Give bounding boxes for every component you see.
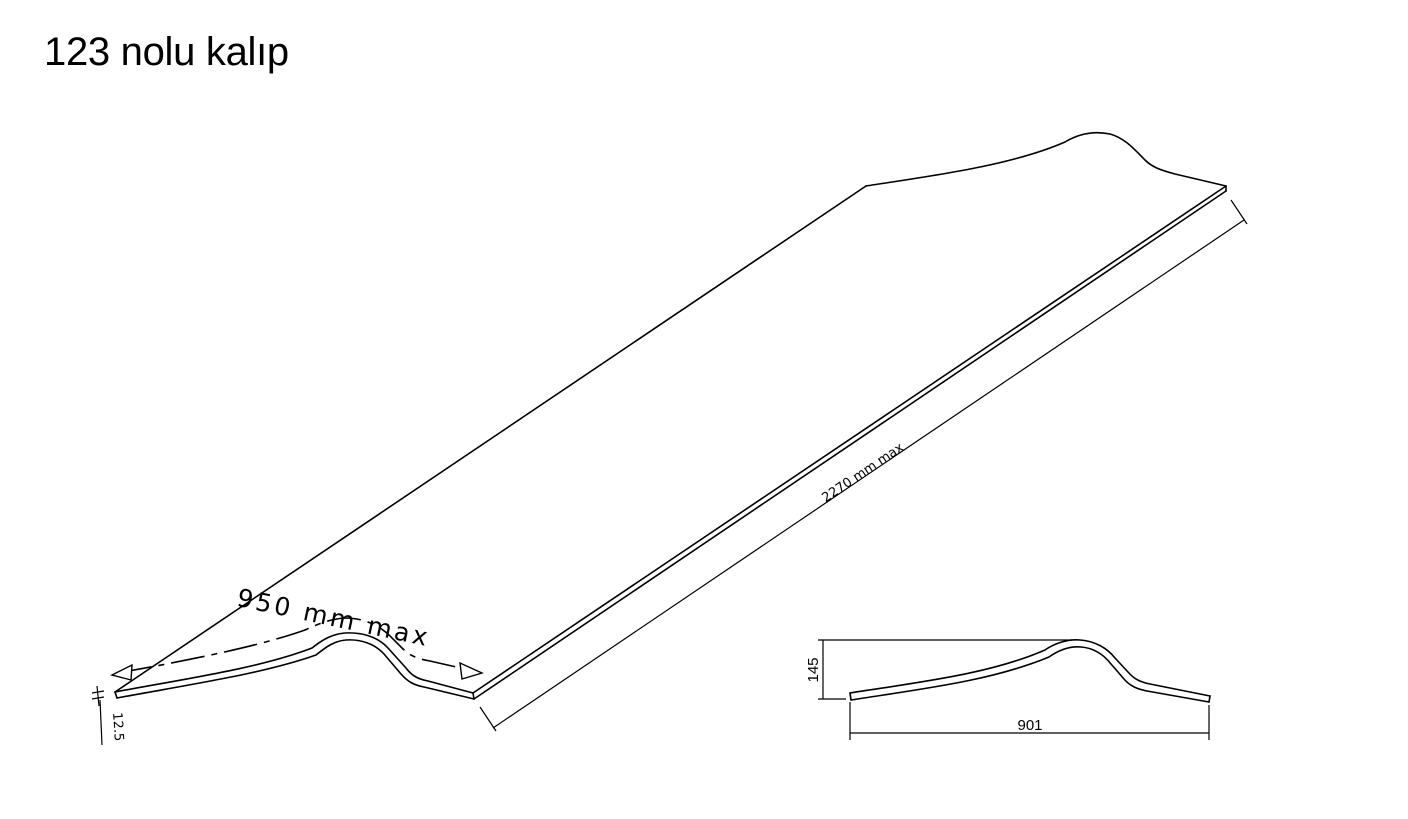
panel-right-front-end [472, 692, 475, 700]
panel-right-long-edge-top [472, 185, 1227, 694]
length-extension-front [479, 706, 497, 732]
profile-left-end [849, 692, 852, 701]
width-arrow-right [459, 661, 484, 680]
thickness-dimension: 12.5 [91, 685, 126, 746]
width-dimension-line [117, 617, 479, 674]
profile-right-end [1208, 695, 1211, 703]
panel-left-long-edge [114, 185, 867, 693]
thickness-dim-line [96, 685, 100, 707]
profile-width-label: 901 [1017, 717, 1042, 734]
drawing-title: 123 nolu kalıp [44, 30, 289, 74]
width-dimension: 950 mm max [110, 583, 484, 681]
length-extension-back [1230, 199, 1248, 225]
profile-bottom-curve [850, 646, 1210, 703]
thickness-leader [99, 699, 103, 746]
panel-left-end [114, 691, 118, 699]
profile-top-curve [849, 639, 1211, 697]
thickness-label: 12.5 [109, 712, 126, 742]
height-label: 145 [805, 657, 822, 682]
length-dimension-line [492, 219, 1245, 729]
width-arrow-left [110, 663, 133, 681]
panel-isometric [114, 131, 1227, 700]
panel-front-profile-top [114, 632, 474, 694]
panel-front-profile-bottom [116, 639, 475, 700]
panel-right-long-edge-bottom [473, 190, 1227, 700]
length-dimension: 2270 mm max [479, 199, 1248, 732]
profile-view: 145 901 [805, 639, 1211, 740]
panel-back-profile [865, 131, 1227, 187]
